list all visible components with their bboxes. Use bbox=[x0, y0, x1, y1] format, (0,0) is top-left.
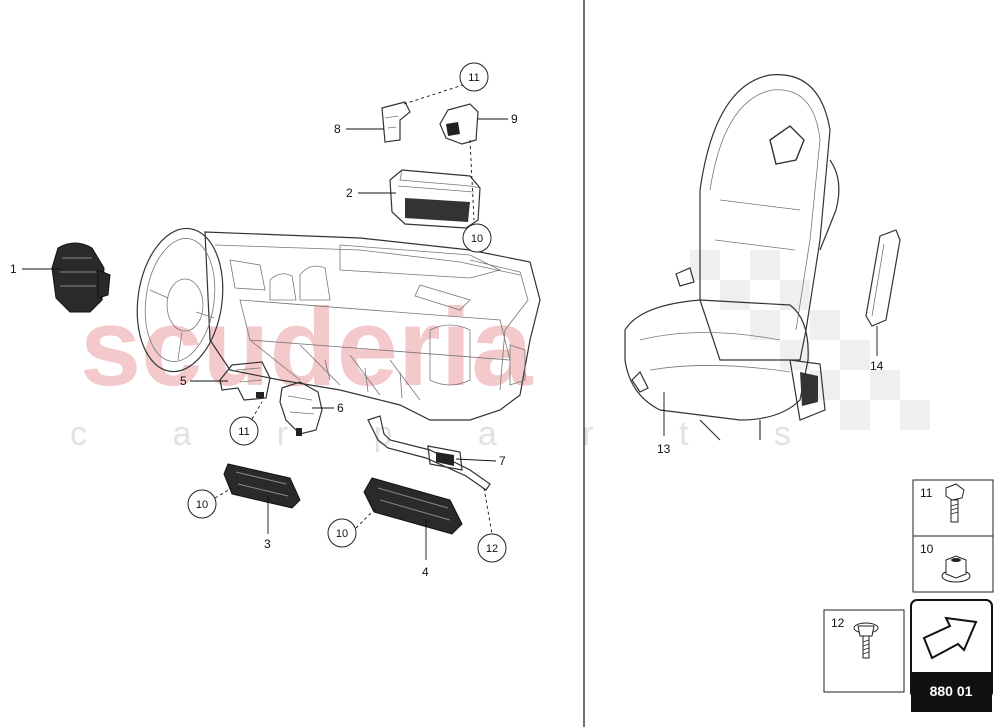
bracket-6 bbox=[279, 381, 323, 436]
legend-11-label: 11 bbox=[920, 486, 933, 500]
knee-airbag-driver bbox=[223, 463, 301, 509]
knee-airbag-passenger bbox=[363, 477, 463, 535]
ref-10a: 10 bbox=[471, 233, 483, 245]
diagram-code: 880 01 bbox=[930, 683, 973, 699]
callout-7: 7 bbox=[499, 454, 506, 468]
callout-13: 13 bbox=[657, 442, 671, 456]
ref-circle-10b bbox=[187, 489, 217, 519]
watermark-brand: scuderia bbox=[80, 286, 533, 409]
ref-11b: 11 bbox=[238, 426, 249, 438]
legend-box-10: 10 bbox=[912, 535, 994, 593]
ref-circle-11a bbox=[459, 62, 489, 92]
diagram-code-bar bbox=[911, 672, 992, 712]
bracket-9 bbox=[439, 103, 479, 145]
callout-4: 4 bbox=[422, 565, 429, 579]
ref-circle-10c bbox=[327, 518, 357, 548]
legend-box-12: 12 bbox=[823, 609, 905, 693]
ref-circle-10a bbox=[462, 223, 492, 253]
next-page-button[interactable]: 880 01 bbox=[910, 599, 993, 712]
callout-9: 9 bbox=[511, 112, 518, 126]
ref-circle-12 bbox=[477, 533, 507, 563]
callout-1: 1 bbox=[10, 262, 17, 276]
bracket-5 bbox=[219, 361, 271, 401]
dash-10a bbox=[469, 139, 475, 221]
dash-12 bbox=[483, 487, 493, 535]
legend-10-label: 10 bbox=[920, 542, 934, 556]
seat-illustration bbox=[624, 74, 840, 441]
dash-10b bbox=[214, 487, 233, 499]
rail-7 bbox=[367, 415, 491, 491]
callout-3: 3 bbox=[264, 537, 271, 551]
legend-12-label: 12 bbox=[831, 616, 845, 630]
ref-11a: 11 bbox=[468, 72, 479, 84]
dash-11a bbox=[403, 83, 467, 105]
dashboard-illustration bbox=[136, 227, 541, 421]
ref-10b: 10 bbox=[196, 499, 208, 511]
callout-2: 2 bbox=[346, 186, 353, 200]
driver-airbag bbox=[51, 242, 111, 313]
screw-icon bbox=[853, 622, 879, 659]
leader-7 bbox=[455, 458, 497, 462]
watermark-sub: c a r p a r t s bbox=[70, 415, 829, 453]
callout-6: 6 bbox=[337, 401, 344, 415]
seat-side-airbag bbox=[865, 229, 901, 327]
passenger-airbag bbox=[389, 169, 481, 229]
bolt-icon bbox=[945, 483, 965, 523]
ref-12: 12 bbox=[486, 543, 498, 555]
dash-10c bbox=[355, 507, 377, 529]
callout-5: 5 bbox=[180, 374, 187, 388]
bracket-8 bbox=[381, 101, 411, 143]
callout-14: 14 bbox=[870, 359, 884, 373]
callout-8: 8 bbox=[334, 122, 341, 136]
nut-icon bbox=[941, 555, 971, 583]
ref-circle-11b bbox=[229, 416, 259, 446]
next-page-arrow-icon bbox=[922, 616, 978, 660]
ref-10c: 10 bbox=[336, 528, 348, 540]
legend-box-11: 11 bbox=[912, 479, 994, 537]
